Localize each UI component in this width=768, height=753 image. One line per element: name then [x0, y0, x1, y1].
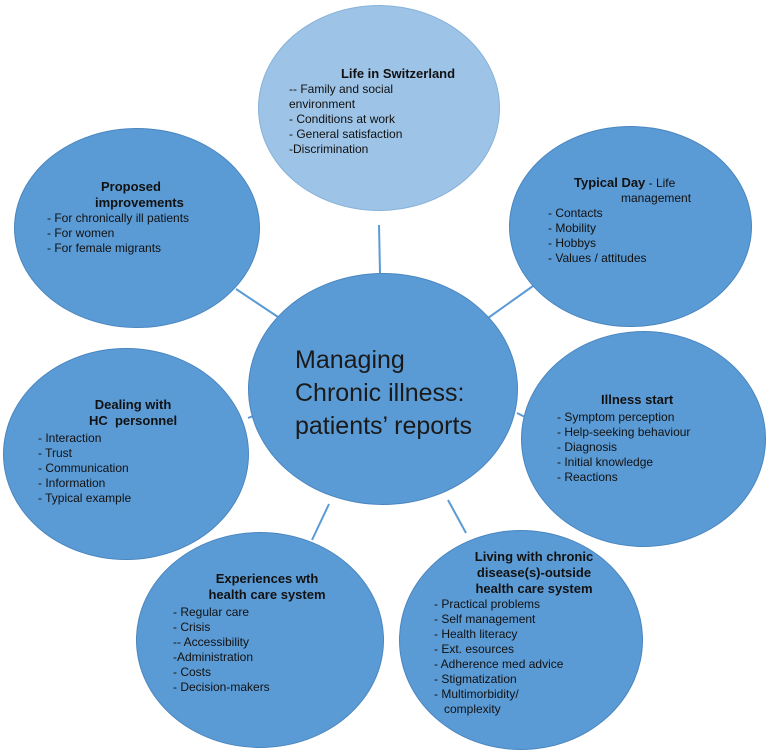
list-item: -Discrimination: [289, 142, 369, 156]
list-item: - Conditions at work: [289, 112, 396, 126]
list-item: - Ext. esources: [434, 642, 515, 656]
node-title: Proposed improvements: [47, 179, 247, 211]
list-item: - Regular care: [173, 605, 250, 619]
node-title-line: health care system: [208, 587, 326, 602]
list-item: - For women: [47, 226, 115, 240]
list-item: -- Family and social: [289, 82, 394, 96]
node-title-line: disease(s)-outside: [476, 565, 592, 580]
list-item: environment: [289, 97, 356, 111]
node-title-line: Living with chronic: [474, 549, 594, 564]
node-item-list: - Regular care - Crisis -- Accessibility…: [167, 605, 367, 695]
list-item: - Stigmatization: [434, 672, 517, 686]
connector-top: [378, 224, 381, 274]
center-node: Managing Chronic illness: patients’ repo…: [248, 273, 518, 505]
node-typical-day: Typical Day - Life management - Contacts…: [509, 126, 752, 327]
center-title-line: Managing: [295, 346, 405, 374]
node-title-line: Dealing with: [94, 397, 172, 412]
node-dealing-hc-personnel: Dealing with HC personnel - Interaction …: [3, 348, 249, 560]
list-item: - Mobility: [548, 221, 597, 235]
list-item: complexity: [434, 702, 501, 716]
list-item: - Contacts: [548, 206, 603, 220]
list-item: - For female migrants: [47, 241, 162, 255]
list-item: - Help-seeking behaviour: [557, 425, 691, 439]
list-item: - Initial knowledge: [557, 455, 654, 469]
node-item-list: - Contacts - Mobility - Hobbys - Values …: [548, 206, 738, 266]
node-item-list: - Symptom perception - Help-seeking beha…: [557, 410, 757, 485]
node-experiences: Experiences wth health care system - Reg…: [136, 532, 384, 748]
list-item: - Diagnosis: [557, 440, 618, 454]
list-item: -Administration: [173, 650, 254, 664]
list-item: - Self management: [434, 612, 536, 626]
node-title-line: HC personnel: [88, 413, 178, 428]
center-title: Managing Chronic illness: patients’ repo…: [295, 344, 472, 443]
node-proposed-improvements: Proposed improvements - For chronically …: [14, 128, 260, 328]
node-illness-start: Illness start - Symptom perception - Hel…: [521, 331, 766, 547]
list-item: - Multimorbidity/: [434, 687, 519, 701]
list-item: - Reactions: [557, 470, 618, 484]
node-title-line: Experiences wth: [215, 571, 319, 586]
connector-bottom-right: [447, 499, 467, 534]
node-item-list: -- Family and social environment - Condi…: [289, 82, 479, 157]
node-item-list: - For chronically ill patients - For wom…: [47, 211, 247, 256]
node-title: Dealing with HC personnel: [38, 397, 228, 429]
list-item: - For chronically ill patients: [47, 211, 190, 225]
list-item: - Hobbys: [548, 236, 597, 250]
node-life-in-switzerland: Life in Switzerland -- Family and social…: [258, 5, 500, 211]
node-item-list: - Practical problems - Self management -…: [434, 597, 634, 717]
list-item: - Information: [38, 476, 106, 490]
node-title-main: Typical Day: [574, 175, 646, 190]
list-item: - Crisis: [173, 620, 211, 634]
list-item: - Practical problems: [434, 597, 541, 611]
connector-top-right: [487, 285, 534, 319]
list-item: -- Accessibility: [173, 635, 250, 649]
node-title-line: health care system: [475, 581, 593, 596]
list-item: - General satisfaction: [289, 127, 403, 141]
node-title-line: Proposed: [101, 179, 161, 194]
node-living-with-chronic: Living with chronic disease(s)-outside h…: [399, 530, 643, 750]
list-item: - Costs: [173, 665, 212, 679]
list-item: - Communication: [38, 461, 129, 475]
list-item: - Interaction: [38, 431, 102, 445]
connector-top-left: [235, 288, 285, 322]
node-title-line: improvements: [95, 195, 184, 210]
node-title: Experiences wth health care system: [167, 571, 367, 603]
list-item: - Symptom perception: [557, 410, 675, 424]
center-title-line: Chronic illness:: [295, 379, 465, 407]
list-item: - Values / attitudes: [548, 251, 647, 265]
node-item-list: - Interaction - Trust - Communication - …: [38, 431, 228, 506]
node-title: Typical Day - Life: [548, 175, 738, 191]
center-title-line: patients’ reports: [295, 412, 472, 440]
list-item: - Adherence med advice: [434, 657, 564, 671]
node-title: Illness start: [601, 392, 674, 407]
node-title-suffix: - Life: [645, 176, 676, 190]
list-item: - Typical example: [38, 491, 132, 505]
list-item: - Health literacy: [434, 627, 518, 641]
list-item: - Trust: [38, 446, 73, 460]
node-title-line2: management: [621, 191, 692, 205]
node-title: Living with chronic disease(s)-outside h…: [434, 549, 634, 597]
connector-bottom-left: [311, 503, 330, 541]
list-item: - Decision-makers: [173, 680, 270, 694]
node-title: Life in Switzerland: [340, 66, 456, 81]
